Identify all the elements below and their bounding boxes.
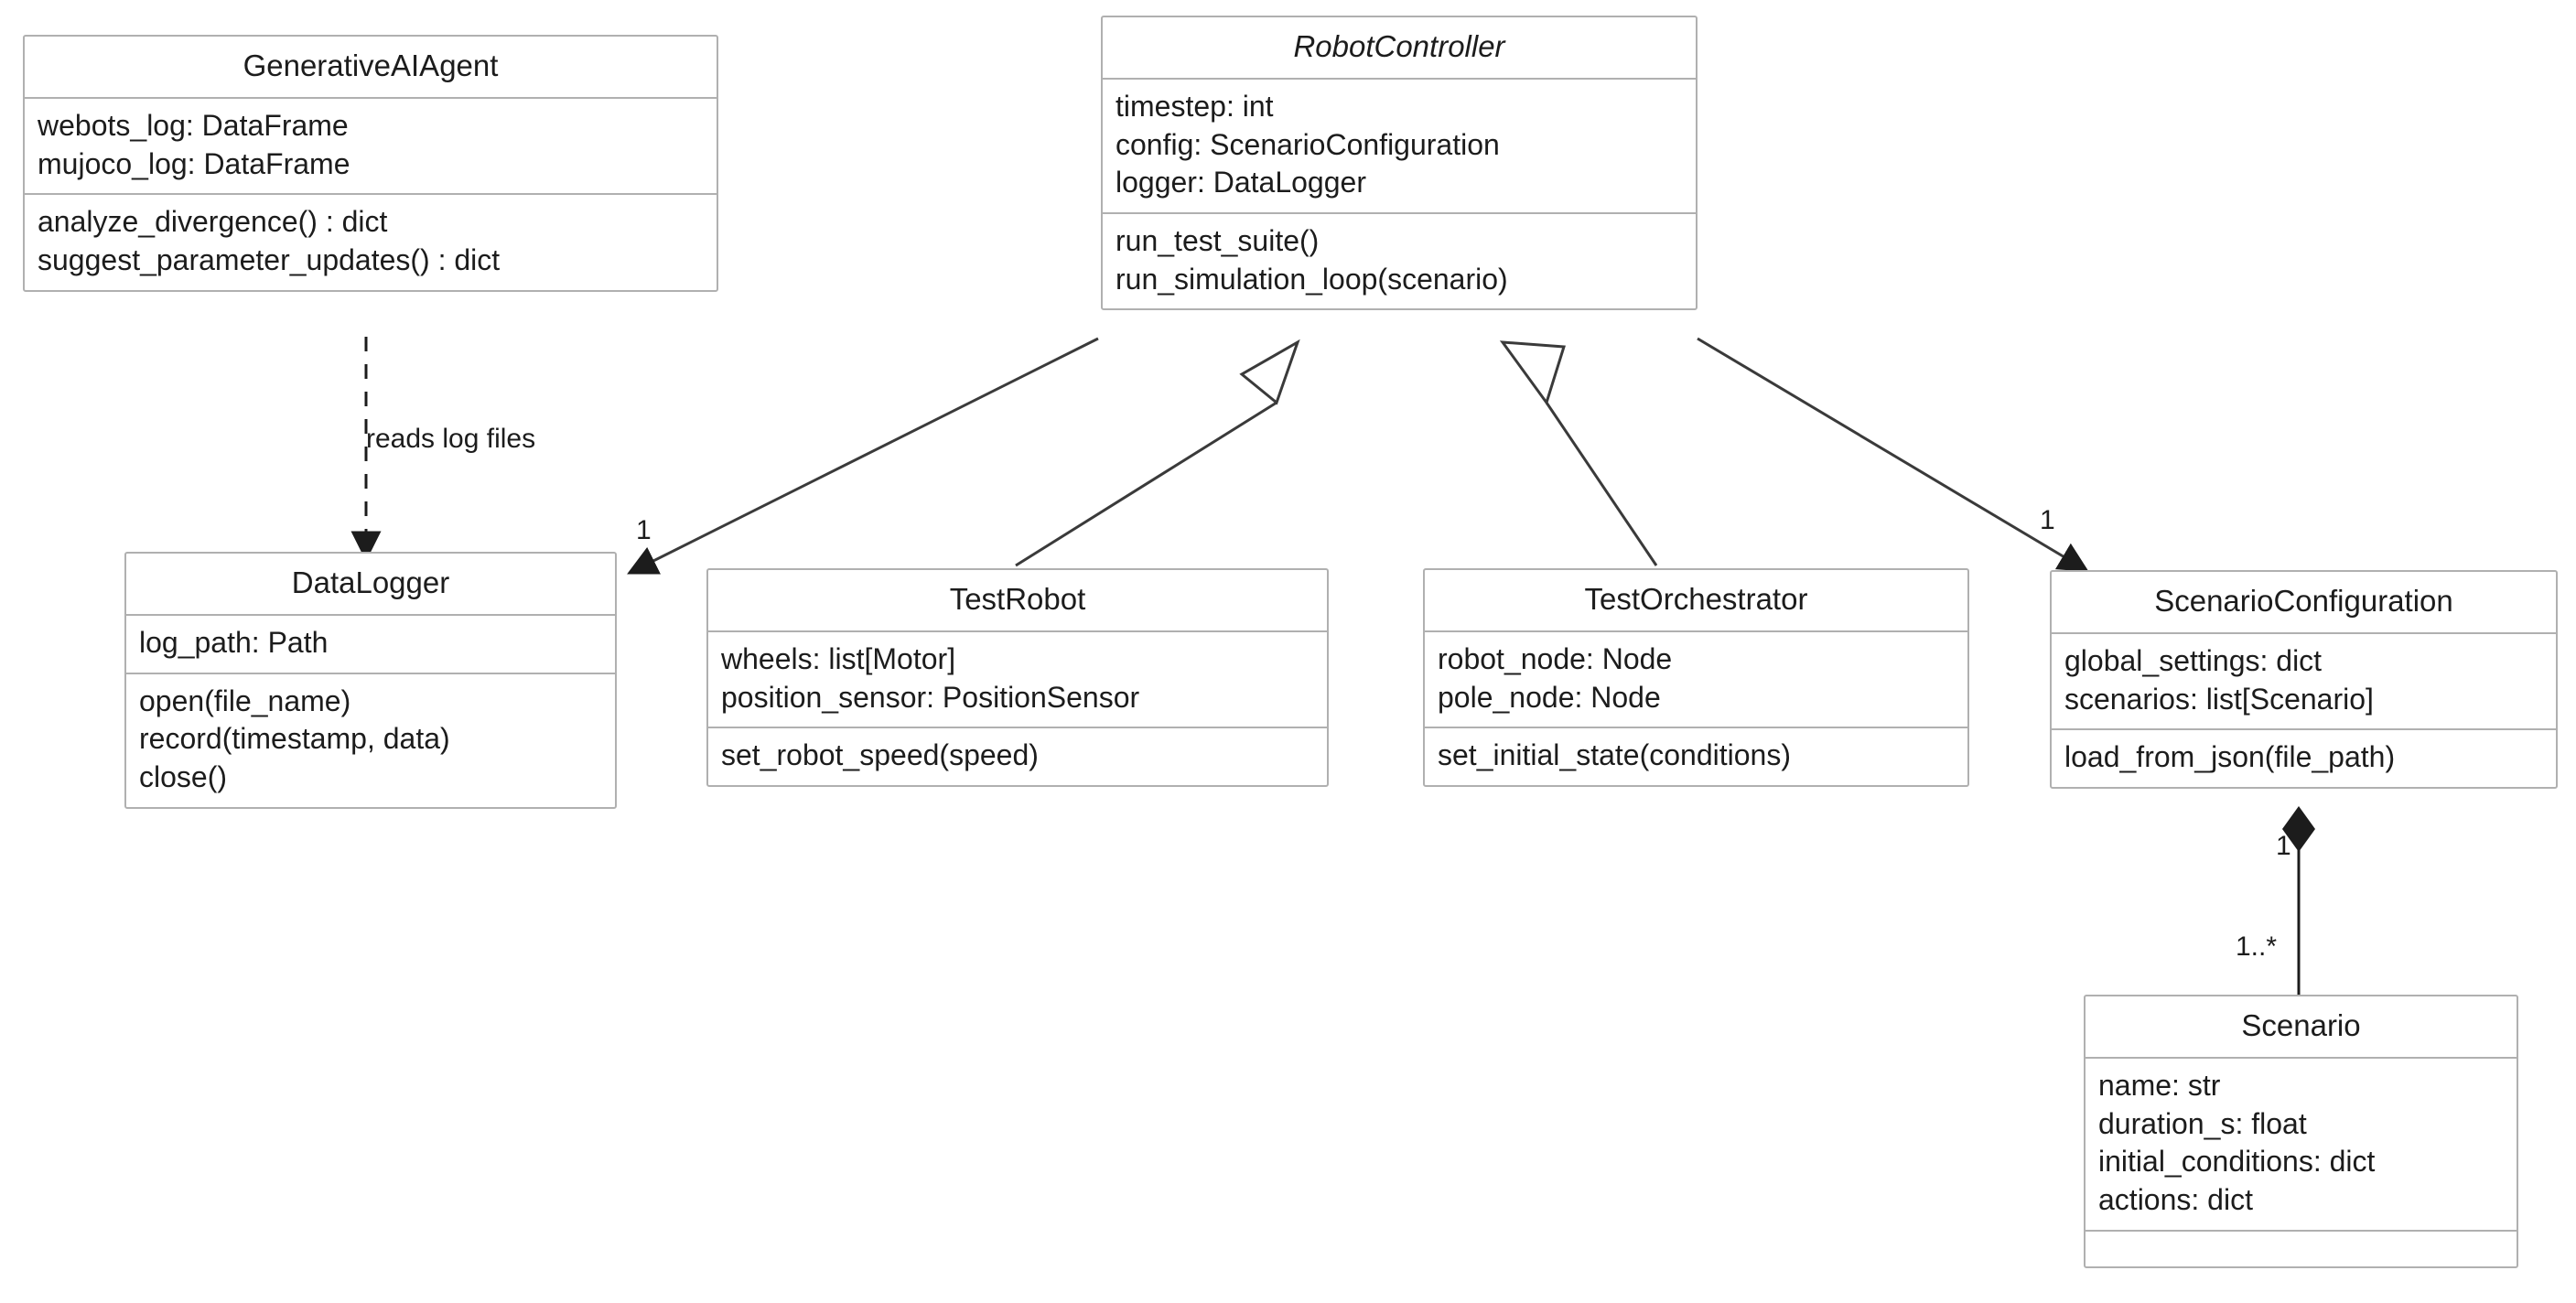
class-box-test-robot[interactable]: TestRobot wheels: list[Motor] position_s… — [706, 568, 1329, 788]
attribute-row: timestep: int — [1116, 90, 1274, 124]
class-box-generative-ai-agent[interactable]: GenerativeAIAgent webots_log: DataFrame … — [23, 35, 718, 292]
attributes-compartment-scenario: name: str duration_s: float initial_cond… — [2086, 1057, 2517, 1229]
attribute-row: wheels: list[Motor] — [721, 642, 956, 676]
method-row: set_initial_state(conditions) — [1438, 738, 1791, 772]
attributes-compartment-data-logger: log_path: Path — [126, 614, 615, 673]
edge-controller-uses-config — [1697, 337, 2089, 572]
attribute-row: initial_conditions: dict — [2098, 1145, 2376, 1179]
class-title-scenario: Scenario — [2241, 1008, 2361, 1042]
attributes-compartment-test-robot: wheels: list[Motor] position_sensor: Pos… — [708, 630, 1327, 727]
class-title-robot-controller: RobotController — [1293, 29, 1505, 63]
method-row: run_test_suite() — [1116, 224, 1320, 258]
method-row: set_robot_speed(speed) — [721, 738, 1039, 772]
methods-compartment-robot-controller: run_test_suite() run_simulation_loop(sce… — [1103, 212, 1696, 308]
edge-controller-uses-logger — [627, 337, 1099, 575]
class-title-scenario-configuration: ScenarioConfiguration — [2154, 584, 2453, 618]
attribute-row: global_settings: dict — [2064, 644, 2323, 678]
class-title-generative-ai-agent: GenerativeAIAgent — [243, 48, 499, 82]
attribute-row: duration_s: float — [2098, 1106, 2307, 1140]
edge-label-multiplicity-config: 1 — [2040, 505, 2055, 535]
attribute-row: log_path: Path — [139, 626, 329, 660]
attribute-row: position_sensor: PositionSensor — [721, 680, 1140, 714]
attributes-compartment-scenario-configuration: global_settings: dict scenarios: list[Sc… — [2052, 632, 2556, 728]
attribute-row: robot_node: Node — [1438, 642, 1673, 676]
methods-compartment-scenario-configuration: load_from_json(file_path) — [2052, 728, 2556, 787]
methods-compartment-test-orchestrator: set_initial_state(conditions) — [1425, 727, 1967, 785]
method-row: analyze_divergence() : dict — [38, 205, 388, 239]
attributes-compartment-robot-controller: timestep: int config: ScenarioConfigurat… — [1103, 78, 1696, 212]
attribute-row: mujoco_log: DataFrame — [38, 146, 350, 180]
class-box-test-orchestrator[interactable]: TestOrchestrator robot_node: Node pole_n… — [1423, 568, 1969, 788]
edge-label-multiplicity-composition-target: 1..* — [2236, 931, 2278, 962]
class-box-robot-controller[interactable]: RobotController timestep: int config: Sc… — [1101, 16, 1698, 311]
attribute-row: pole_node: Node — [1438, 680, 1661, 714]
method-row: close() — [139, 760, 228, 794]
attribute-row: logger: DataLogger — [1116, 166, 1366, 199]
attributes-compartment-test-orchestrator: robot_node: Node pole_node: Node — [1425, 630, 1967, 727]
method-row: suggest_parameter_updates() : dict — [38, 243, 501, 277]
class-box-scenario[interactable]: Scenario name: str duration_s: float ini… — [2084, 995, 2518, 1268]
class-title-data-logger: DataLogger — [291, 565, 450, 599]
method-row: run_simulation_loop(scenario) — [1116, 262, 1508, 296]
attribute-row: scenarios: list[Scenario] — [2064, 682, 2374, 716]
attribute-row: config: ScenarioConfiguration — [1116, 127, 1500, 161]
edge-testrobot-inherits-controller — [1015, 339, 1300, 567]
methods-compartment-generative-ai-agent: analyze_divergence() : dict suggest_para… — [25, 193, 717, 289]
edge-label-multiplicity-logger: 1 — [636, 515, 652, 545]
attribute-row: actions: dict — [2098, 1183, 2253, 1217]
methods-compartment-data-logger: open(file_name) record(timestamp, data) … — [126, 672, 615, 807]
methods-compartment-scenario — [2086, 1229, 2517, 1266]
method-row: load_from_json(file_path) — [2064, 740, 2396, 774]
edge-label-reads-log-files: reads log files — [366, 424, 536, 454]
attribute-row: webots_log: DataFrame — [38, 109, 349, 143]
class-box-scenario-configuration[interactable]: ScenarioConfiguration global_settings: d… — [2050, 570, 2558, 790]
methods-compartment-test-robot: set_robot_speed(speed) — [708, 727, 1327, 785]
method-row: open(file_name) — [139, 684, 351, 717]
class-box-data-logger[interactable]: DataLogger log_path: Path open(file_name… — [124, 552, 617, 809]
method-row: record(timestamp, data) — [139, 722, 450, 756]
class-title-test-robot: TestRobot — [949, 582, 1086, 616]
attributes-compartment-generative-ai-agent: webots_log: DataFrame mujoco_log: DataFr… — [25, 97, 717, 193]
attribute-row: name: str — [2098, 1069, 2221, 1103]
edge-orchestrator-inherits-controller — [1499, 340, 1658, 566]
class-title-test-orchestrator: TestOrchestrator — [1584, 582, 1808, 616]
edge-label-multiplicity-composition-source: 1 — [2276, 831, 2291, 861]
